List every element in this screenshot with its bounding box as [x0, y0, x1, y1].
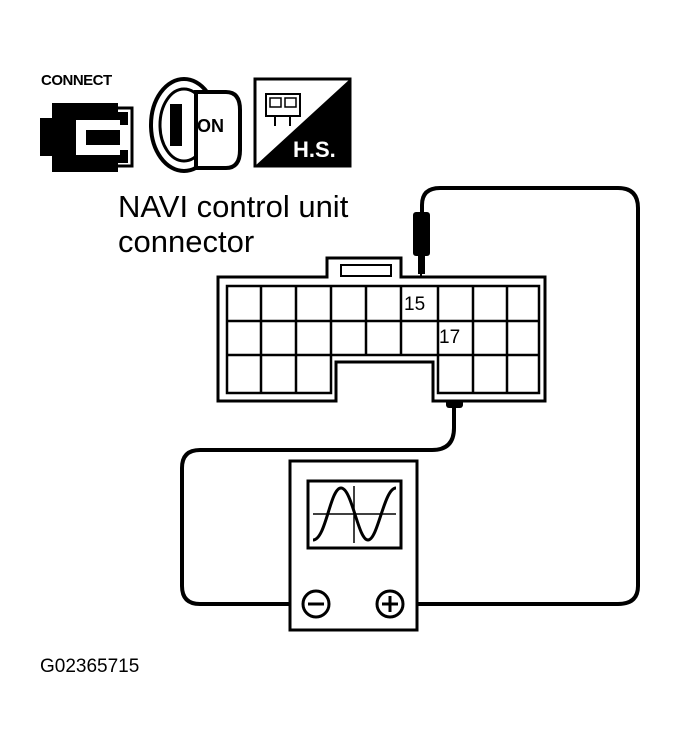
connect-icon — [40, 103, 134, 172]
positive-terminal-icon — [375, 589, 405, 619]
wire-positive — [402, 186, 640, 606]
pin-15-label: 15 — [404, 294, 426, 315]
figure-code: G02365715 — [40, 656, 140, 677]
connect-label: CONNECT — [41, 72, 112, 89]
pin-17-label: 17 — [439, 327, 461, 348]
ignition-on-icon — [149, 77, 242, 173]
navi-connector — [216, 256, 547, 403]
oscilloscope — [288, 459, 419, 632]
sine-waveform — [312, 486, 397, 542]
harness-side-icon — [253, 77, 352, 168]
wire-negative — [180, 405, 456, 606]
connector-title-line2: connector — [118, 224, 255, 259]
negative-terminal-icon — [301, 589, 331, 619]
connector-title-line1: NAVI control unit — [118, 189, 349, 224]
ignition-on-label: ON — [197, 116, 224, 136]
harness-side-label: H.S. — [293, 137, 336, 162]
